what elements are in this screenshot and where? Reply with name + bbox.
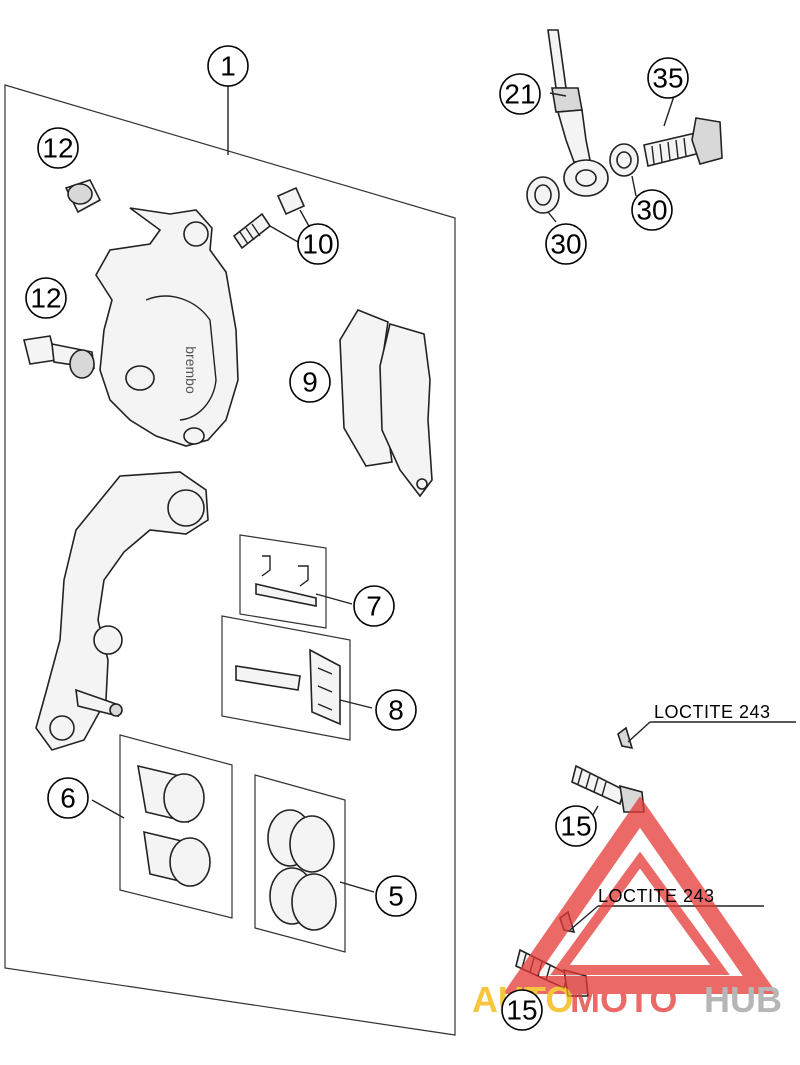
callout-1: 1 xyxy=(207,45,249,87)
callout-8: 8 xyxy=(375,689,417,731)
callout-15-upper: 15 xyxy=(555,805,597,847)
mounting-bolt-upper xyxy=(571,726,645,813)
svg-text:8: 8 xyxy=(388,695,404,726)
callout-10: 10 xyxy=(297,223,339,265)
callout-30-right: 30 xyxy=(631,189,673,231)
brake-pads xyxy=(339,309,433,498)
svg-text:7: 7 xyxy=(366,591,382,622)
callout-30-left: 30 xyxy=(545,223,587,265)
callout-21: 21 xyxy=(499,73,541,115)
loctite-note-lower: LOCTITE 243 xyxy=(598,886,715,906)
loctite-note-upper: LOCTITE 243 xyxy=(654,702,771,722)
callout-35: 35 xyxy=(647,57,689,99)
svg-text:30: 30 xyxy=(636,195,667,226)
caliper-bolt xyxy=(23,335,95,379)
pin-kit-7 xyxy=(239,534,327,629)
callout-12-top: 12 xyxy=(37,127,79,169)
svg-text:15: 15 xyxy=(506,995,537,1026)
caliper-nut xyxy=(64,179,102,214)
assembly-frame xyxy=(4,84,456,1036)
washer-right xyxy=(609,143,639,177)
watermark-moto: MOTO xyxy=(570,979,677,1020)
svg-text:6: 6 xyxy=(60,783,76,814)
brake-hose xyxy=(547,29,609,197)
svg-text:35: 35 xyxy=(652,63,683,94)
svg-text:12: 12 xyxy=(30,283,61,314)
callout-15-lower: 15 xyxy=(501,989,543,1031)
svg-text:10: 10 xyxy=(302,229,333,260)
svg-text:15: 15 xyxy=(560,811,591,842)
svg-text:9: 9 xyxy=(302,367,318,398)
spring-kit-8 xyxy=(221,615,351,741)
callout-12-left: 12 xyxy=(25,277,67,319)
watermark-hub: HUB xyxy=(704,979,782,1020)
callout-6: 6 xyxy=(47,777,89,819)
washer-left xyxy=(526,176,560,214)
svg-text:12: 12 xyxy=(42,133,73,164)
svg-text:30: 30 xyxy=(550,229,581,260)
brake-caliper: brembo xyxy=(95,207,239,447)
piston-kit-6 xyxy=(119,734,233,919)
callout-7: 7 xyxy=(353,585,395,627)
callout-9: 9 xyxy=(289,361,331,403)
callout-5: 5 xyxy=(375,875,417,917)
svg-text:5: 5 xyxy=(388,881,404,912)
svg-text:21: 21 xyxy=(504,79,535,110)
caliper-brand-label: brembo xyxy=(183,346,199,394)
caliper-bracket xyxy=(35,471,209,751)
svg-text:1: 1 xyxy=(220,51,236,82)
watermark-logo: AUTO MOTO HUB xyxy=(472,796,782,1020)
banjo-bolt xyxy=(643,117,723,167)
seal-kit-5 xyxy=(254,774,346,953)
